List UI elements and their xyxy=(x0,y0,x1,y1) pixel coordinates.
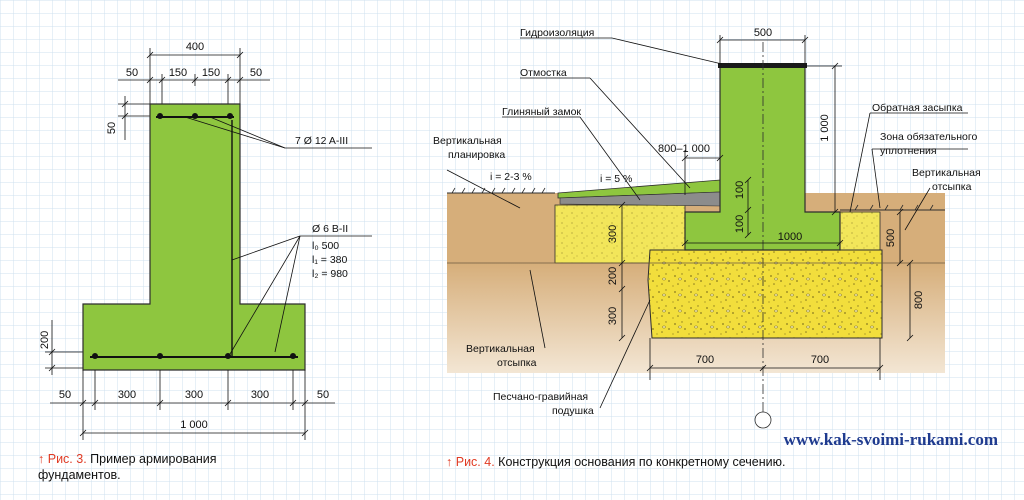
fig4-axis-marker xyxy=(754,411,772,429)
fig3-length-l1: l₁ = 380 xyxy=(312,254,348,266)
fig3-dim-top-left: 50 xyxy=(126,67,138,79)
fig4-label-vertical-planning-1: Вертикальная xyxy=(433,135,502,147)
fig3-dim-left-top: 50 xyxy=(106,122,118,134)
fig3-caption-text-2: фундаментов. xyxy=(38,468,121,482)
fig3-caption-number: Рис. 3. xyxy=(48,452,87,466)
fig4-foundation-section: 500 1 000 800–1 000 100 100 1000 300 200… xyxy=(433,27,998,469)
fig3-rebar-dot xyxy=(225,353,231,359)
fig4-label-cushion-2: подушка xyxy=(552,405,594,417)
fig3-length-l0: l₀ 500 xyxy=(312,240,339,252)
fig4-label-vert-fill-left-1: Вертикальная xyxy=(466,343,535,355)
fig4-dim-height-right: 1 000 xyxy=(819,114,831,142)
fig3-rebar-dot xyxy=(290,353,296,359)
fig4-dim-bottom-right: 700 xyxy=(811,354,829,366)
fig3-rebar-dot xyxy=(192,113,198,119)
fig4-dimension-lines xyxy=(618,35,914,380)
fig3-dim-total: 1 000 xyxy=(180,419,208,431)
fig3-rebar-dot xyxy=(157,113,163,119)
fig3-dim-bottom-1: 300 xyxy=(118,389,136,401)
fig3-caption-text-1: Пример армирования xyxy=(90,452,216,466)
fig3-dim-top-width: 400 xyxy=(186,41,204,53)
fig3-dim-top-mid1: 150 xyxy=(169,67,187,79)
fig4-dim-bottom-left: 700 xyxy=(696,354,714,366)
fig3-rebar-tie-label: Ø 6 B-II xyxy=(312,223,348,235)
fig4-dim-sand-left: 300 xyxy=(607,225,619,243)
fig4-dim-right-500: 500 xyxy=(885,229,897,247)
fig4-label-vert-fill-right-2: отсыпка xyxy=(932,181,972,193)
fig3-dim-top-right: 50 xyxy=(250,67,262,79)
fig4-label-blind-area: Отмостка xyxy=(520,67,567,79)
fig3-rebar-main-label: 7 Ø 12 A-III xyxy=(295,135,348,147)
fig3-left-dimensions xyxy=(45,96,160,375)
fig4-slope-right: i = 5 % xyxy=(600,173,632,185)
fig4-dim-base: 1000 xyxy=(778,231,802,243)
fig4-label-backfill: Обратная засыпка xyxy=(872,102,963,114)
fig4-label-cushion-1: Песчано-гравийная xyxy=(493,391,588,403)
fig4-caption-number: Рис. 4. xyxy=(456,455,495,469)
fig4-slope-left: i = 2-3 % xyxy=(490,171,532,183)
fig3-rebar-dot xyxy=(92,353,98,359)
fig4-dim-blind-width: 800–1 000 xyxy=(658,143,710,155)
fig4-gravel-cushion xyxy=(647,249,883,339)
fig3-caption-line1: ↑ Рис. 3. Пример армирования xyxy=(38,452,217,466)
fig4-leader-lines xyxy=(446,37,968,409)
fig3-dim-bottom-3: 300 xyxy=(251,389,269,401)
fig4-caption: ↑ Рис. 4. Конструкция основания по конкр… xyxy=(446,455,785,469)
fig4-dim-left-300: 300 xyxy=(607,307,619,325)
fig4-label-vert-fill-right-1: Вертикальная xyxy=(912,167,981,179)
fig3-rebar-dot xyxy=(157,353,163,359)
fig4-dim-left-200: 200 xyxy=(607,267,619,285)
fig4-grass-marks xyxy=(451,187,934,211)
fig4-dim-step-1: 100 xyxy=(734,181,746,199)
fig3-dim-bottom-2: 300 xyxy=(185,389,203,401)
fig4-concrete-foundation xyxy=(684,65,841,251)
fig3-dim-left-base: 200 xyxy=(39,331,51,349)
fig4-waterproofing-cap xyxy=(718,63,807,68)
fig3-dim-bottom-right: 50 xyxy=(317,389,329,401)
fig3-dim-bottom-left: 50 xyxy=(59,389,71,401)
website-watermark: www.kak-svoimi-rukami.com xyxy=(784,430,998,449)
fig4-dim-step-2: 100 xyxy=(734,215,746,233)
fig3-dim-top-mid2: 150 xyxy=(202,67,220,79)
fig4-dim-top: 500 xyxy=(754,27,772,39)
fig3-leader-lines xyxy=(184,116,372,355)
fig3-foundation-drawing: 400 50 150 150 50 50 200 xyxy=(38,41,372,482)
fig4-label-clay-lock: Глиняный замок xyxy=(502,106,581,118)
fig4-caption-text: Конструкция основания по конкретному сеч… xyxy=(498,455,785,469)
fig3-length-l2: l₂ = 980 xyxy=(312,268,348,280)
fig3-bottom-dimensions xyxy=(50,370,335,440)
fig4-dim-right-800: 800 xyxy=(913,291,925,309)
fig4-label-compaction-1: Зона обязательного xyxy=(880,131,977,143)
fig4-label-vert-fill-left-2: отсыпка xyxy=(497,357,537,369)
fig4-label-compaction-2: уплотнения xyxy=(880,145,937,157)
fig3-rebar-dot xyxy=(227,113,233,119)
fig4-label-vertical-planning-2: планировка xyxy=(448,149,505,161)
fig4-label-waterproofing: Гидроизоляция xyxy=(520,27,594,39)
